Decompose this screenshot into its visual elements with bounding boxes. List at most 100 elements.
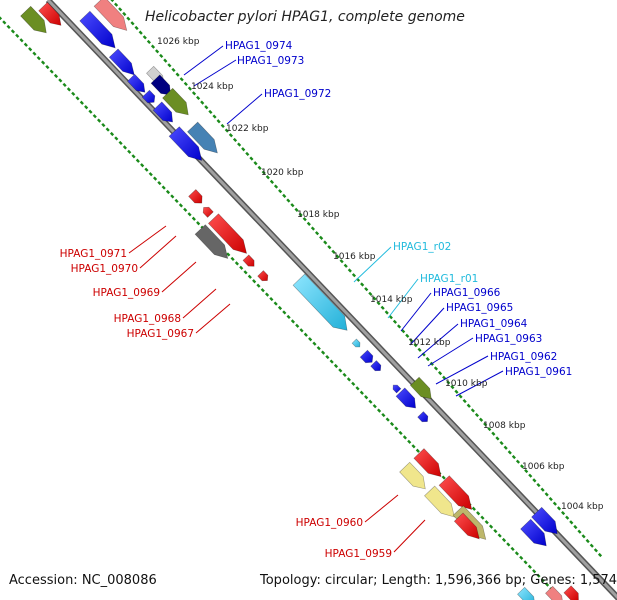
outer-tick-dot (241, 147, 246, 152)
outer-tick-dot (483, 422, 488, 427)
outer-tick-dot (462, 399, 467, 404)
inner-tick-dot (303, 332, 308, 337)
outer-tick-dot (536, 482, 541, 488)
cds-0964 (392, 384, 402, 394)
gene-label-forward: HPAG1_0963 (475, 333, 542, 345)
gene-label-reverse: HPAG1_0969 (93, 287, 160, 299)
outer-tick-dot (540, 487, 545, 492)
inner-tick-dot (187, 212, 192, 217)
inner-tick-dot (114, 136, 119, 141)
inner-tick-dot (178, 203, 183, 208)
cds-0971 (188, 189, 203, 204)
backbone-line (46, 0, 617, 600)
outer-tick-dot (282, 193, 287, 198)
cds-0974 (79, 10, 116, 49)
cds-pink-bottom (545, 585, 563, 600)
gene-label-rna-leader (353, 246, 392, 283)
inner-tick-dot (510, 546, 515, 552)
inner-tick-dot (346, 377, 351, 382)
outer-tick-dot (417, 347, 422, 352)
inner-tick-dot (191, 216, 196, 221)
inner-tick-dot (135, 158, 140, 163)
genome-summary-text: Topology: circular; Length: 1,596,366 bp… (260, 573, 617, 588)
gene-label-reverse: HPAG1_0967 (127, 328, 194, 340)
tick-track-inner (0, 16, 563, 600)
inner-tick-dot (411, 444, 416, 449)
inner-tick-dot (385, 417, 390, 422)
inner-tick-dot (277, 305, 283, 311)
inner-tick-dot (23, 42, 28, 47)
feature-labels: HPAG1_0974HPAG1_0973HPAG1_0972HPAG1_0966… (60, 40, 573, 560)
inner-tick-dot (286, 314, 291, 320)
inner-tick-dot (2, 20, 7, 25)
inner-tick-dot (161, 185, 166, 190)
outer-tick-dot (122, 11, 127, 17)
outer-tick-dot (565, 515, 570, 520)
outer-tick-dot (487, 426, 492, 432)
inner-tick-dot (153, 176, 158, 181)
outer-tick-dot (183, 81, 188, 87)
gene-label-forward: HPAG1_0973 (237, 55, 304, 67)
cds-red-f1 (413, 448, 442, 478)
outer-tick-dot (433, 366, 439, 371)
inner-tick-dot (532, 569, 537, 574)
outer-tick-dot (409, 338, 414, 343)
outer-tick-dot (146, 39, 151, 45)
cds-0966 (359, 349, 374, 364)
inner-tick-dot (476, 511, 481, 516)
outer-tick-dot (597, 552, 603, 558)
outer-tick-dot (364, 287, 369, 292)
inner-tick-dot (333, 363, 339, 369)
inner-tick-dot (338, 368, 343, 373)
inner-tick-dot (381, 412, 386, 418)
cds-blue-b (141, 89, 156, 104)
outer-tick-dot (479, 417, 484, 422)
rna-bottom (517, 586, 535, 600)
inner-tick-dot (527, 564, 532, 569)
outer-tick-dot (499, 440, 504, 446)
kbp-label: 1022 kbp (226, 124, 269, 134)
inner-tick-dot (342, 372, 347, 378)
outer-tick-dot (593, 548, 598, 553)
outer-tick-dot (134, 25, 139, 31)
outer-tick-dot (384, 310, 389, 315)
inner-tick-dot (92, 114, 97, 119)
inner-tick-dot (28, 47, 33, 52)
outer-tick-dot (323, 240, 328, 245)
gene-label-reverse: HPAG1_0968 (114, 313, 181, 325)
kbp-label: 1026 kbp (157, 37, 200, 47)
outer-tick-dot (216, 119, 221, 124)
outer-tick-dot (524, 468, 529, 474)
inner-tick-dot (501, 537, 507, 543)
outer-tick-dot (515, 459, 521, 464)
inner-tick-dot (183, 207, 188, 212)
kbp-label: 1020 kbp (261, 168, 304, 178)
inner-tick-dot (53, 73, 59, 79)
cds-pink-1 (93, 0, 128, 31)
outer-tick-dot (306, 221, 311, 226)
inner-tick-dot (398, 430, 403, 436)
inner-tick-dot (269, 296, 274, 302)
gene-label-forward-leader (183, 45, 224, 76)
outer-tick-dot (220, 123, 225, 129)
outer-tick-dot (372, 296, 377, 301)
outer-tick-dot (179, 77, 184, 82)
outer-tick-dot (310, 226, 316, 231)
inner-tick-dot (312, 341, 317, 346)
cds-blue-f (520, 518, 547, 547)
outer-tick-dot (228, 133, 233, 138)
outer-tick-dot (142, 35, 147, 40)
inner-tick-dot (101, 122, 106, 128)
outer-tick-dot (552, 501, 557, 506)
inner-tick-dot (308, 337, 313, 342)
kbp-label: 1012 kbp (408, 338, 451, 348)
outer-tick-dot (396, 324, 402, 329)
inner-tick-dot (329, 359, 334, 364)
cds-olive-1 (20, 5, 47, 34)
inner-tick-dot (497, 533, 502, 538)
tick-track-outer (110, 0, 603, 558)
outer-tick-dot (204, 105, 209, 110)
gene-label-rna: HPAG1_r02 (393, 241, 451, 253)
kbp-label: 1008 kbp (483, 421, 526, 431)
